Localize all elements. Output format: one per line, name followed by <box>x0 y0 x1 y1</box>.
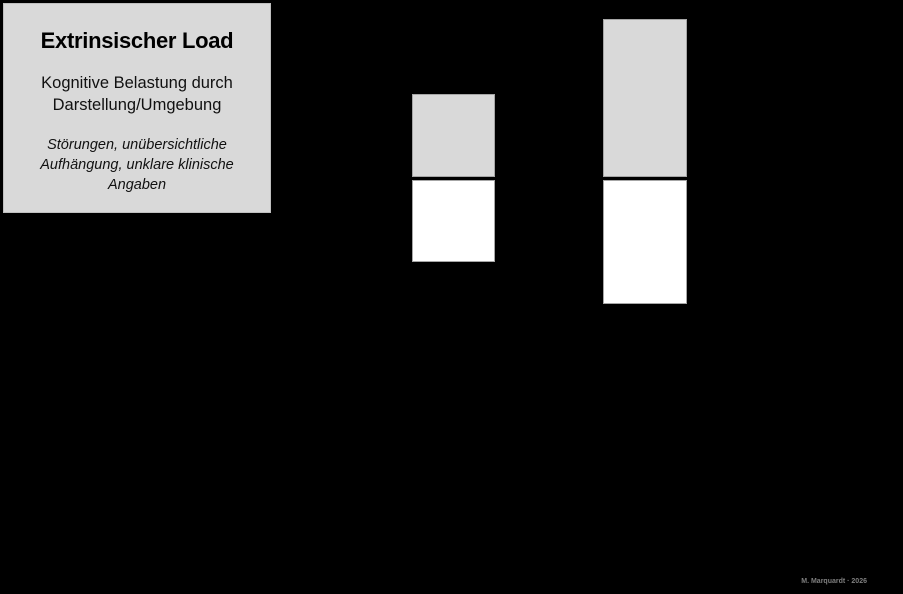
examples-line-1: Störungen, unübersichtliche <box>47 137 227 153</box>
bar-1-base-segment <box>412 180 495 262</box>
info-box-title: Extrinsischer Load <box>40 28 234 53</box>
subtitle-line-1: Kognitive Belastung durch <box>41 74 233 92</box>
bar-2-extrinsic-segment <box>603 19 687 177</box>
bar-1-extrinsic-segment <box>412 94 495 177</box>
examples-line-3: Angaben <box>107 177 167 193</box>
examples-line-2: Aufhängung, unklare klinische <box>40 157 234 173</box>
bar-2-base-segment <box>603 180 687 304</box>
info-box-examples: Störungen, unübersichtliche Aufhängung, … <box>12 135 262 195</box>
author-watermark: M. Marquardt · 2026 <box>801 578 867 585</box>
subtitle-line-2: Darstellung/Umgebung <box>52 96 222 114</box>
info-box-subtitle: Kognitive Belastung durch Darstellung/Um… <box>14 72 260 116</box>
extrinsic-load-info-box: Extrinsischer Load Kognitive Belastung d… <box>3 3 271 213</box>
